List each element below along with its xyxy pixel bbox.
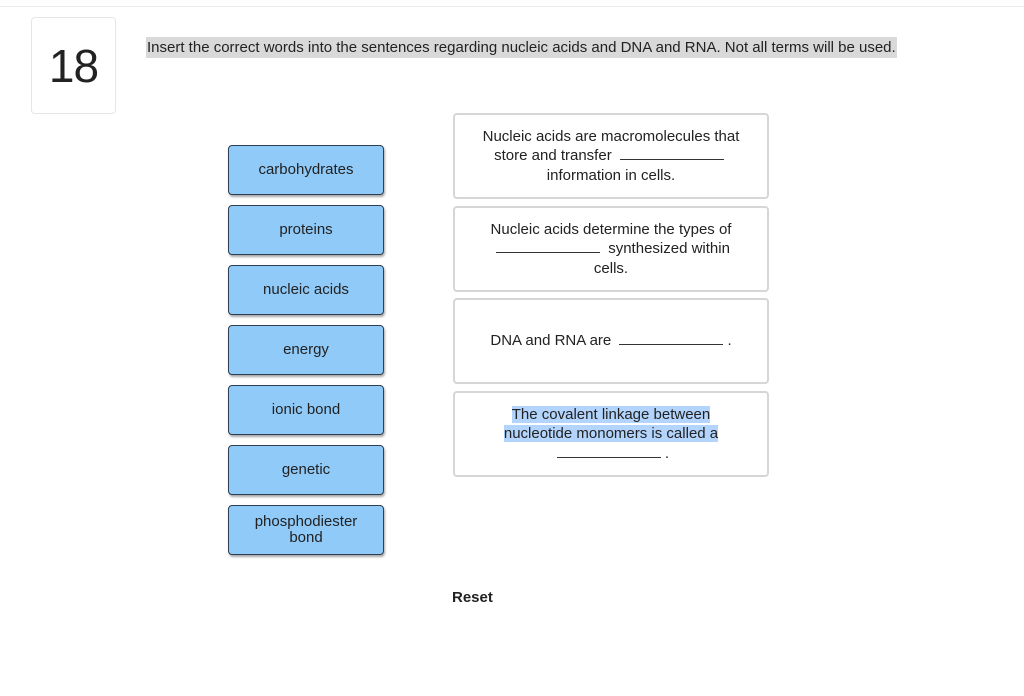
sentence-before: Nucleic acids determine the types of: [490, 220, 732, 238]
term-label: phosphodiester bond: [254, 513, 358, 546]
term-label: nucleic acids: [263, 281, 349, 298]
sentence-after: .: [664, 444, 670, 462]
term-label: carbohydrates: [258, 161, 354, 178]
top-divider: [0, 6, 1024, 7]
sentence-target-2[interactable]: Nucleic acids determine the types of syn…: [453, 206, 769, 292]
term-tile-proteins[interactable]: proteins: [228, 205, 384, 255]
term-tile-carbohydrates[interactable]: carbohydrates: [228, 145, 384, 195]
term-label: genetic: [281, 461, 331, 478]
sentence-before: Nucleic acids are macromolecules that st…: [482, 127, 740, 165]
drop-blank[interactable]: [619, 147, 724, 161]
sentence-before: The covalent linkage between nucleotide …: [503, 405, 719, 443]
drop-blank[interactable]: [556, 445, 661, 458]
question-instruction: Insert the correct words into the senten…: [146, 37, 897, 58]
sentence-before: DNA and RNA are: [490, 332, 612, 350]
term-tile-phosphodiester-bond[interactable]: phosphodiester bond: [228, 505, 384, 555]
sentence-text: Nucleic acids determine the types of syn…: [476, 220, 746, 279]
term-label: ionic bond: [271, 401, 341, 418]
question-number: 18: [48, 39, 99, 92]
question-number-box: 18: [31, 17, 116, 114]
sentence-text: The covalent linkage between nucleotide …: [491, 405, 731, 464]
term-tile-nucleic-acids[interactable]: nucleic acids: [228, 265, 384, 315]
sentence-target-3[interactable]: DNA and RNA are .: [453, 298, 769, 384]
sentence-target-4[interactable]: The covalent linkage between nucleotide …: [453, 391, 769, 477]
sentence-target-1[interactable]: Nucleic acids are macromolecules that st…: [453, 113, 769, 199]
term-label: energy: [283, 341, 329, 358]
sentence-text: Nucleic acids are macromolecules that st…: [476, 127, 746, 186]
sentence-after: information in cells.: [546, 166, 676, 184]
drop-blank[interactable]: [619, 332, 724, 346]
term-label: proteins: [279, 221, 333, 238]
reset-button[interactable]: Reset: [452, 589, 493, 606]
sentence-after: .: [727, 332, 732, 350]
sentence-after: synthesized within cells.: [593, 240, 730, 277]
term-tile-genetic[interactable]: genetic: [228, 445, 384, 495]
sentence-text: DNA and RNA are .: [476, 331, 746, 351]
drop-blank[interactable]: [496, 240, 601, 254]
term-tile-ionic-bond[interactable]: ionic bond: [228, 385, 384, 435]
term-tile-energy[interactable]: energy: [228, 325, 384, 375]
